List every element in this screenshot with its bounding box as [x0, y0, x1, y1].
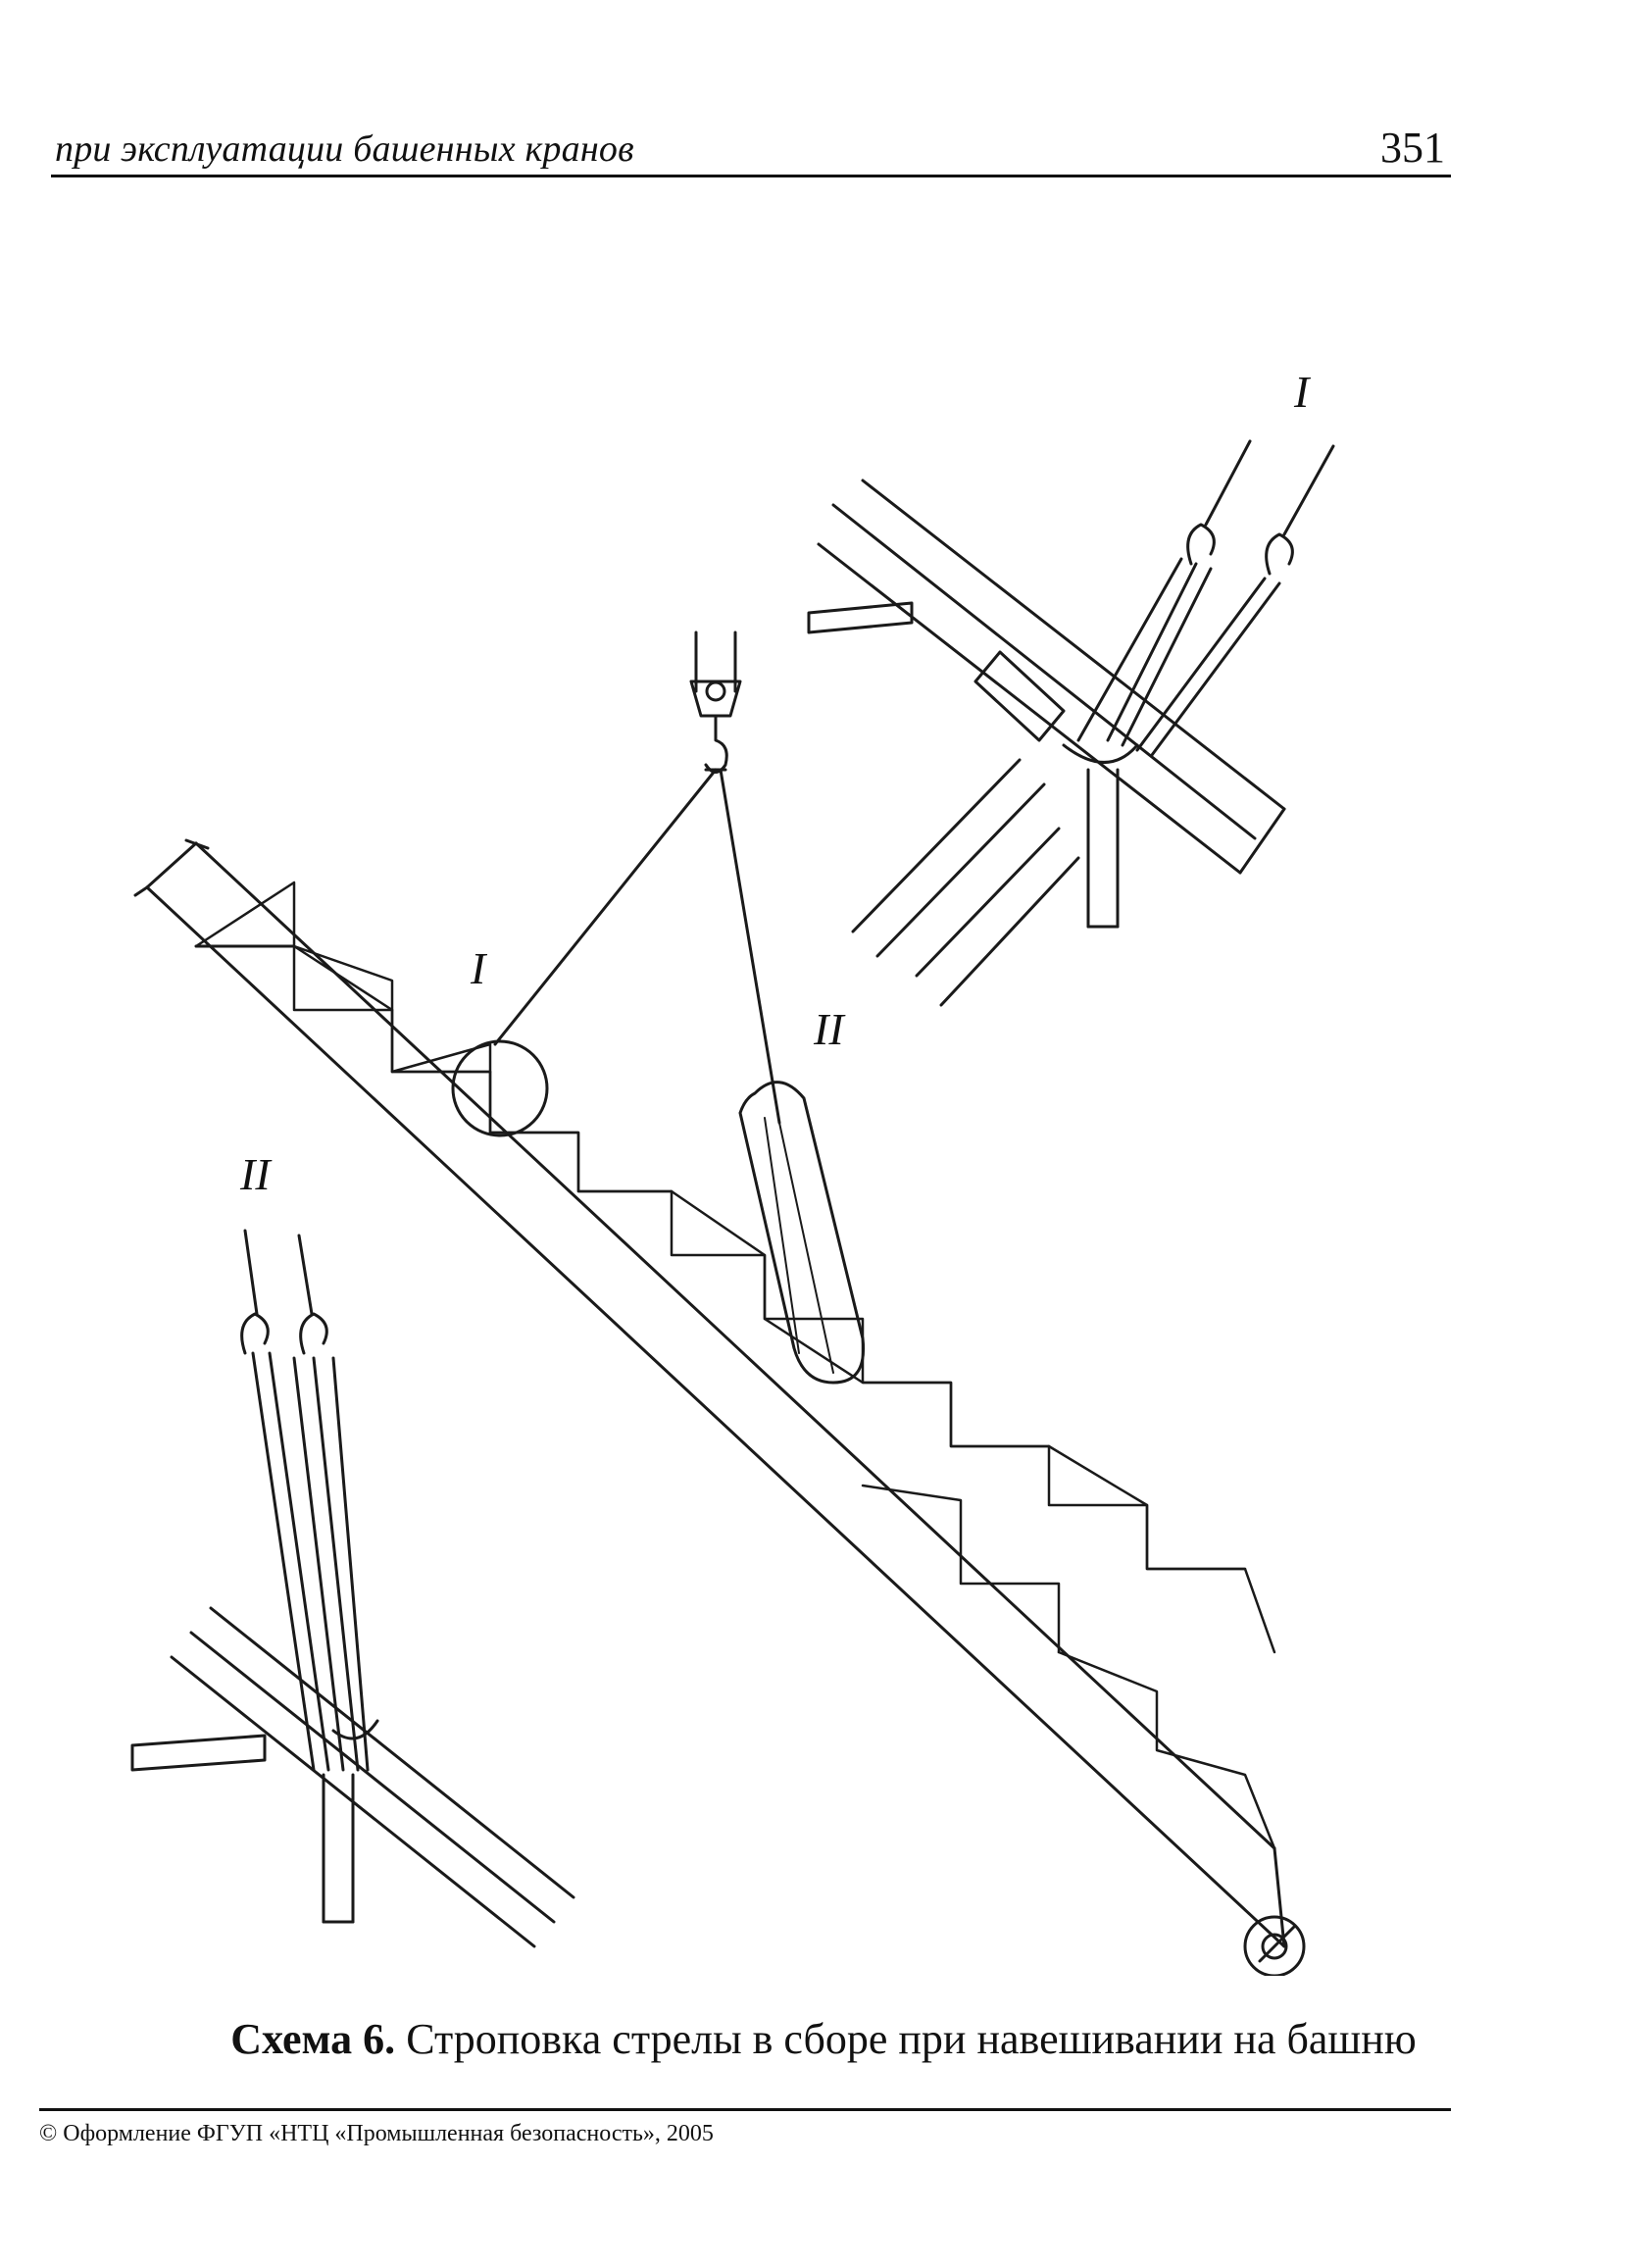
sling-leg-left: [493, 768, 718, 1046]
slinging-diagram: I I II II: [0, 181, 1647, 1976]
boom-bottom-chord: [145, 885, 1286, 1948]
running-title: при эксплуатации башенных кранов: [55, 128, 634, 170]
boom-top-chord: [194, 841, 1276, 1850]
sling-leg-right: [719, 768, 781, 1125]
boom-lattice: [133, 838, 1306, 1976]
detail-circle-i: [451, 1039, 549, 1137]
main-label-ii: II: [813, 1004, 846, 1054]
hook-block: [689, 630, 742, 774]
caption-label: Схема 6.: [230, 2015, 396, 2063]
detail-loop-ii: [738, 1081, 866, 1385]
main-label-i: I: [470, 943, 488, 993]
boom-end-right: [1273, 1846, 1286, 1948]
inset-detail-i: [807, 439, 1335, 1007]
running-header: при эксплуатации башенных кранов 351: [51, 120, 1451, 177]
footer-text: © Оформление ФГУП «НТЦ «Промышленная без…: [39, 2121, 714, 2146]
crane-hook: [704, 714, 728, 774]
boom-end-left: [145, 841, 198, 889]
inset-label-i: I: [1293, 367, 1312, 417]
boom-verticals: [194, 944, 1247, 1571]
boom-end-ring: [1243, 1915, 1306, 1976]
caption-text: Строповка стрелы в сборе при навешивании…: [406, 2015, 1417, 2063]
inset-detail-ii: [130, 1229, 575, 1948]
figure-caption: Схема 6. Строповка стрелы в сборе при на…: [0, 2014, 1647, 2064]
page-number: 351: [1380, 124, 1445, 172]
inset-label-ii: II: [239, 1149, 273, 1199]
copyright-footer: © Оформление ФГУП «НТЦ «Промышленная без…: [39, 2108, 1451, 2147]
diagram-svg: I I II II: [130, 367, 1335, 1976]
